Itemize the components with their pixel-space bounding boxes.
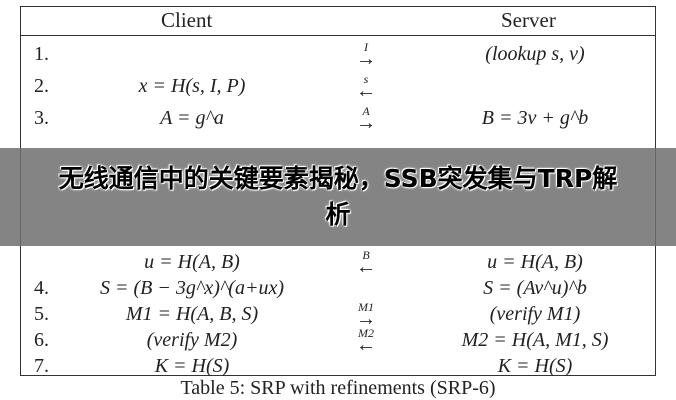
server-step: S = (Av^u)^b xyxy=(483,277,587,299)
client-step: (verify M2) xyxy=(146,329,238,351)
row-number: 3. xyxy=(34,107,49,129)
message-arrow-right: I→ xyxy=(356,40,376,70)
message-arrow-right: M1→ xyxy=(356,300,376,330)
server-step: K = H(S) xyxy=(497,355,573,377)
server-step: B = 3v + g^b xyxy=(481,107,589,129)
row-number: 7. xyxy=(34,355,49,377)
client-step: S = (B − 3g^x)^(a+ux) xyxy=(100,277,284,299)
table-header: Client Server xyxy=(21,7,655,36)
arrow-glyph: → xyxy=(356,112,376,134)
arrow-glyph: ← xyxy=(356,334,376,356)
arrow-glyph: → xyxy=(356,308,376,330)
table-caption: Table 5: SRP with refinements (SRP-6) xyxy=(180,377,496,399)
row-number: 6. xyxy=(34,329,49,351)
message-arrow-left: s← xyxy=(356,72,376,102)
row-number: 1. xyxy=(34,43,49,65)
client-step: A = g^a xyxy=(160,107,224,129)
header-client: Client xyxy=(161,8,213,32)
server-step: (lookup s, v) xyxy=(485,43,585,65)
message-label: I xyxy=(364,40,368,54)
row-number: 4. xyxy=(34,277,49,299)
header-server: Server xyxy=(501,8,556,32)
server-step: (verify M1) xyxy=(489,303,581,325)
message-label: B xyxy=(362,248,370,262)
client-step: M1 = H(A, B, S) xyxy=(125,303,259,325)
server-step: u = H(A, B) xyxy=(487,251,583,273)
message-arrow-right: A→ xyxy=(356,104,376,134)
message-label: M2 xyxy=(358,326,374,340)
row-number: 2. xyxy=(34,75,49,97)
title-banner: 无线通信中的关键要素揭秘，SSB突发集与TRP解析 xyxy=(0,148,676,246)
message-arrow-left: M2← xyxy=(356,326,376,356)
message-label: A xyxy=(362,104,370,118)
arrow-glyph: ← xyxy=(356,80,376,102)
client-step: x = H(s, I, P) xyxy=(138,75,246,97)
message-label: M1 xyxy=(358,300,374,314)
row-number: 5. xyxy=(34,303,49,325)
message-arrow-left: B← xyxy=(356,248,376,278)
client-step: K = H(S) xyxy=(154,355,230,377)
arrow-glyph: → xyxy=(356,48,376,70)
message-label: s xyxy=(363,72,369,86)
overlay-title: 无线通信中的关键要素揭秘，SSB突发集与TRP解析 xyxy=(58,164,618,229)
server-step: M2 = H(A, M1, S) xyxy=(461,329,609,351)
client-step: u = H(A, B) xyxy=(144,251,240,273)
arrow-glyph: ← xyxy=(356,256,376,278)
